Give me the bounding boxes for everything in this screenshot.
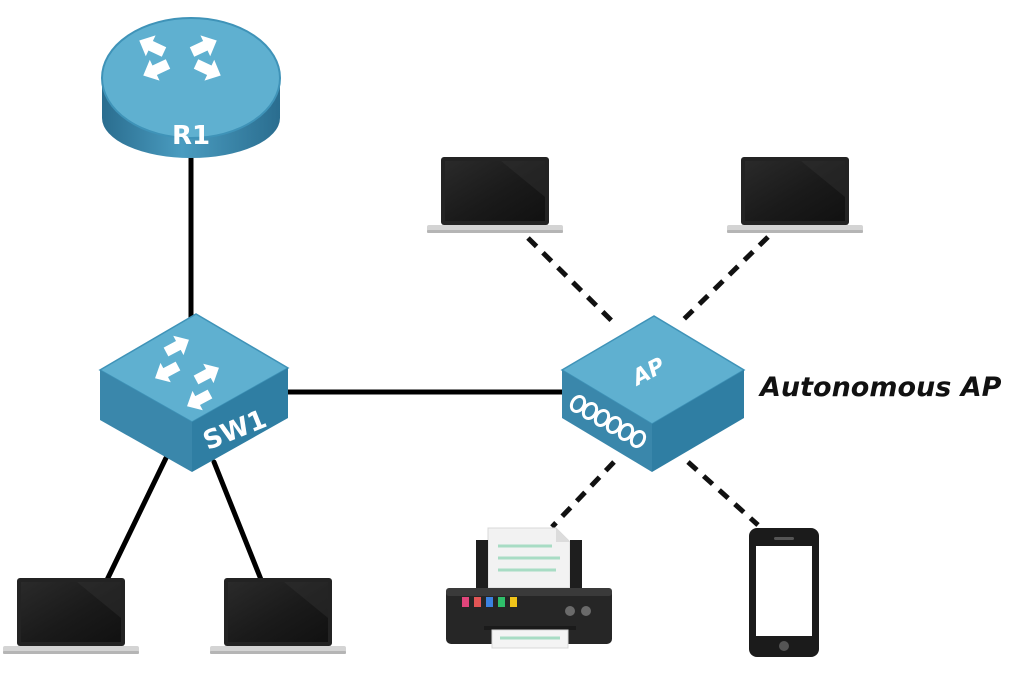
antenna-chain-icon [569, 395, 647, 448]
wlink-ap-printer [550, 460, 616, 529]
laptop-icon [210, 578, 346, 654]
switch-icon [98, 313, 290, 472]
router-label: R1 [172, 121, 210, 151]
wlink-ap-laptop-top-left [526, 236, 616, 325]
router-r1: R1 [101, 17, 281, 158]
link-sw1-laptop-right [211, 459, 265, 585]
switch-sw1: SW1 [98, 313, 290, 472]
smartphone-icon [749, 528, 819, 657]
wired-links [103, 147, 569, 585]
laptop-icon [3, 578, 139, 654]
printer-icon [446, 527, 612, 649]
wlink-ap-smartphone [686, 460, 760, 527]
access-point-icon [560, 315, 746, 472]
router-icon [101, 17, 281, 158]
link-sw1-laptop-left [103, 455, 169, 585]
laptop-bottom-left [3, 578, 139, 654]
wlink-ap-laptop-top-right [680, 235, 770, 323]
laptop-top-left [427, 157, 563, 233]
laptop-icon [727, 157, 863, 233]
autonomous-ap-caption: Autonomous AP [760, 372, 1002, 403]
laptop-icon [427, 157, 563, 233]
laptop-bottom-right [210, 578, 346, 654]
smartphone [749, 528, 819, 657]
printer [446, 527, 612, 649]
wireless-links [526, 235, 770, 529]
access-point: AP [560, 315, 746, 472]
laptop-top-right [727, 157, 863, 233]
